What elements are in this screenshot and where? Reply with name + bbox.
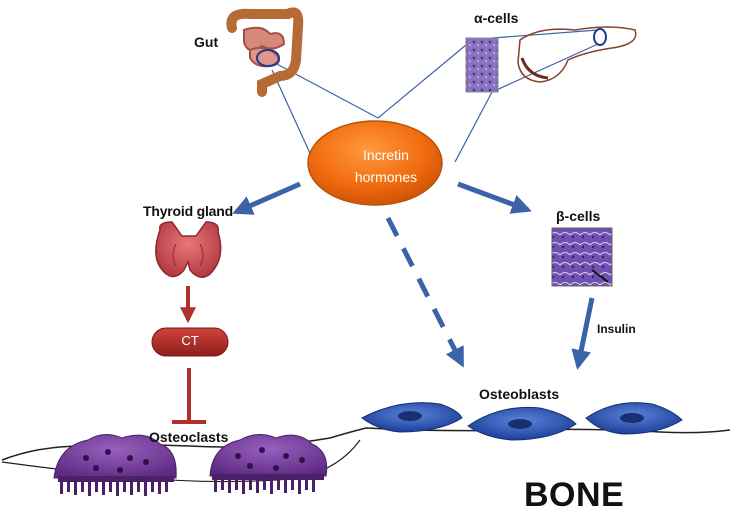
ct-node: [151, 327, 229, 357]
alpha-to-incretin-line: [377, 39, 473, 119]
incretin-to-thyroid-arrow: [232, 181, 302, 215]
insulin-label: Insulin: [597, 322, 636, 336]
alpha-cells-label: α-cells: [474, 10, 519, 26]
pancreas-icon: [517, 26, 637, 83]
incretin-label-line2: hormones: [354, 169, 418, 185]
incretin-hormones-label: Incretin hormones: [312, 144, 460, 188]
intestine-icon: [226, 7, 304, 97]
ct-label: CT: [181, 333, 199, 348]
beta-cells-label: β-cells: [556, 208, 601, 224]
osteoblast-cell: [467, 406, 577, 441]
thyroid-gland-icon: [155, 221, 222, 278]
beta-cell-histology-icon: [551, 227, 613, 287]
gut-highlight-ring: [256, 49, 280, 67]
gut-to-incretin-line-2: [271, 69, 315, 163]
ct-inhibits-osteoclasts: [172, 368, 206, 424]
gut-label: Gut: [194, 34, 219, 50]
connector-lines: [259, 29, 599, 163]
osteoclast-cell: [53, 434, 177, 496]
osteoblast-cell: [361, 402, 463, 433]
bone-label: BONE: [524, 476, 625, 514]
alpha-cell-histology-icon: [465, 37, 499, 93]
osteoblasts-label: Osteoblasts: [479, 386, 560, 402]
osteoblast-cell: [585, 402, 683, 435]
osteoclasts-label: Osteoclasts: [149, 429, 229, 445]
incretin-to-osteoblast-dashed-arrow: [385, 216, 465, 368]
gut-to-incretin-line: [259, 54, 379, 119]
incretin-label-line1: Incretin: [363, 147, 409, 163]
incretin-hormones-node: [307, 120, 443, 206]
insulin-to-osteoblast-arrow: [571, 297, 595, 370]
pancreas-to-histology-line: [491, 29, 599, 39]
osteoclast-cell: [209, 434, 328, 494]
pancreas-highlight-ring: [593, 28, 607, 46]
pancreas-to-histology-line-2: [491, 43, 599, 93]
thyroid-gland-label: Thyroid gland: [143, 203, 233, 219]
incretin-to-beta-arrow: [457, 181, 532, 214]
alpha-to-incretin-line-2: [454, 91, 493, 163]
